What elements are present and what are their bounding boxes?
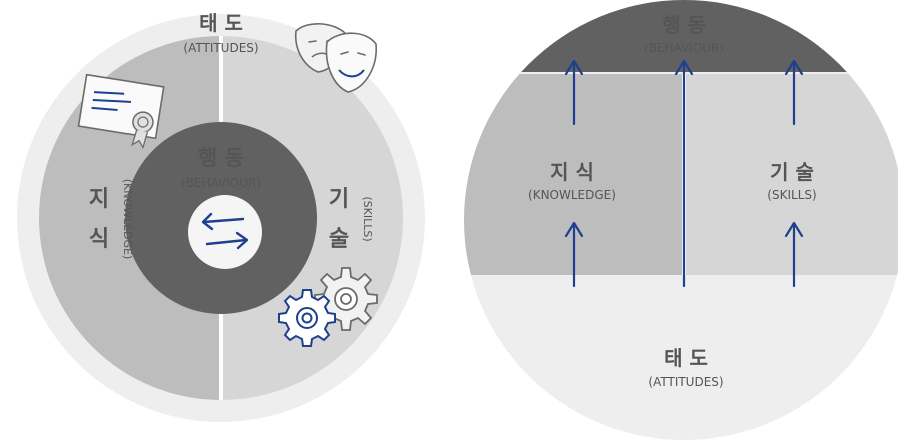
behaviour-en-label: (BEHAVIOUR) xyxy=(181,176,261,190)
right-skills-en-label: (SKILLS) xyxy=(767,188,816,202)
right-attitudes-ko-label: 태 도 xyxy=(664,346,708,370)
right-skills-ko-label: 기 술 xyxy=(770,160,814,184)
knowledge-en-label: (KNOWLEDGE) xyxy=(121,179,134,260)
skills-ko-label-1: 기 xyxy=(329,187,349,212)
up-arrows-icon xyxy=(564,59,804,288)
center-disc xyxy=(188,195,262,269)
left-circle-diagram: 태 도 (ATTITUDES) 행 동 (BEHAVIOUR) 지 식 (KNO… xyxy=(17,11,425,422)
behaviour-ko-label: 행 동 xyxy=(198,146,244,170)
right-attitudes-en-label: (ATTITUDES) xyxy=(648,375,723,389)
gears-icon xyxy=(278,267,378,347)
right-circle-diagram: 행 동 (BEHAVIOUR) 지 식 (KNOWLEDGE) 기 술 (SKI… xyxy=(464,0,898,440)
skills-ko-label-2: 술 xyxy=(329,227,349,252)
attitudes-ko-label: 태 도 xyxy=(199,11,243,35)
exchange-arrows-icon xyxy=(201,212,249,250)
skills-en-label: (SKILLS) xyxy=(361,196,374,241)
knowledge-ko-label-1: 지 xyxy=(89,187,109,212)
attitudes-en-label: (ATTITUDES) xyxy=(183,41,258,55)
theater-masks-icon xyxy=(294,23,377,93)
right-knowledge-en-label: (KNOWLEDGE) xyxy=(528,188,616,202)
right-behaviour-ko-label: 행 동 xyxy=(662,13,706,37)
knowledge-ko-label-2: 식 xyxy=(89,227,109,252)
right-knowledge-ko-label: 지 식 xyxy=(550,160,594,184)
right-skills-block xyxy=(685,74,898,275)
certificate-icon xyxy=(77,73,165,150)
right-behaviour-en-label: (BEHAVIOUR) xyxy=(644,41,724,55)
